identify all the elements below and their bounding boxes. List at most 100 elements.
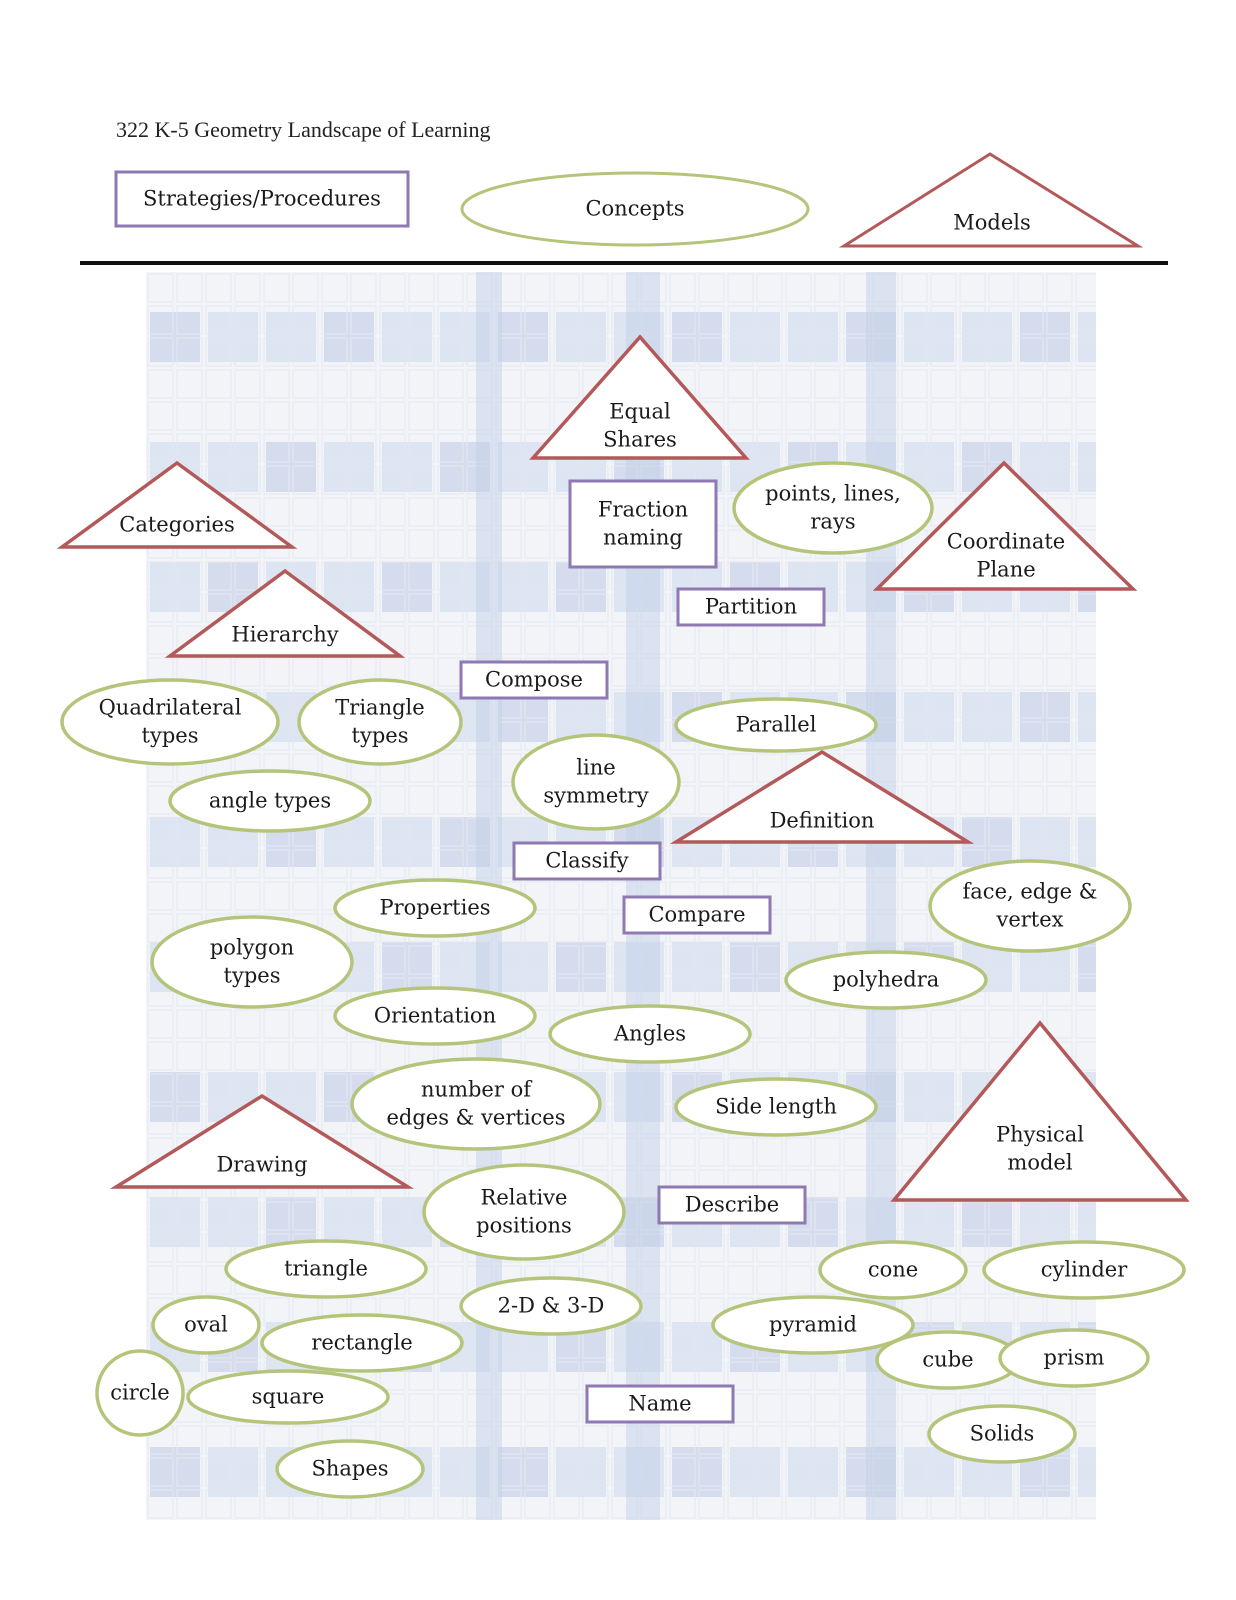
- concept-ellipse: [299, 680, 461, 764]
- concept-ellipse: [62, 680, 278, 764]
- node-label: positions: [476, 1214, 572, 1238]
- node-label: Plane: [976, 558, 1035, 582]
- node-label: Properties: [379, 896, 490, 920]
- node-label: prism: [1044, 1346, 1105, 1370]
- node-equal-shares: EqualShares: [533, 337, 746, 458]
- node-label: polyhedra: [833, 968, 940, 992]
- node-label: pyramid: [769, 1313, 857, 1337]
- node-classify: Classify: [514, 843, 660, 879]
- node-label: Angles: [613, 1022, 686, 1046]
- node-label: Categories: [119, 513, 235, 537]
- node-label: Shapes: [311, 1457, 388, 1481]
- node-angles: Angles: [550, 1006, 750, 1062]
- node-parallel: Parallel: [676, 699, 876, 751]
- node-label: cone: [868, 1258, 918, 1282]
- node-label: Fraction: [598, 498, 688, 522]
- node-cylinder: cylinder: [984, 1242, 1184, 1298]
- node-label: Triangle: [335, 696, 424, 720]
- node-name: Name: [587, 1386, 733, 1422]
- node-label: circle: [110, 1381, 169, 1405]
- concept-ellipse: [352, 1059, 600, 1149]
- node-label: vertex: [995, 908, 1063, 932]
- node-label: cylinder: [1041, 1258, 1128, 1282]
- node-label: Coordinate: [947, 530, 1065, 554]
- legend-models: Models: [844, 154, 1138, 246]
- node-label: Compose: [485, 668, 583, 692]
- node-cone: cone: [820, 1242, 966, 1298]
- node-prism: prism: [1000, 1330, 1148, 1386]
- node-hierarchy: Hierarchy: [170, 571, 400, 656]
- node-label: types: [224, 964, 281, 988]
- node-label: 2-D & 3-D: [498, 1294, 605, 1318]
- node-label: Physical: [996, 1123, 1084, 1147]
- node-label: Compare: [648, 903, 745, 927]
- node-solids: Solids: [929, 1406, 1075, 1462]
- legend-strategies-label: Strategies/Procedures: [143, 187, 381, 211]
- node-triangle: triangle: [226, 1241, 426, 1297]
- node-properties: Properties: [335, 880, 535, 936]
- node-line-symmetry: line symmetry: [513, 735, 679, 829]
- node-label: types: [352, 724, 409, 748]
- node-label: edges & vertices: [386, 1106, 565, 1130]
- legend-concepts: Concepts: [462, 173, 808, 245]
- strategy-box: [570, 481, 716, 567]
- node-pyramid: pyramid: [713, 1297, 913, 1353]
- node-label: symmetry: [543, 784, 648, 808]
- node-label: rectangle: [311, 1331, 412, 1355]
- node-describe: Describe: [659, 1187, 805, 1223]
- legend-concepts-label: Concepts: [585, 197, 684, 221]
- node-label: angle types: [209, 789, 331, 813]
- concept-ellipse: [930, 861, 1130, 951]
- node-physical-model: Physical model: [894, 1023, 1186, 1200]
- node-angle-types: angle types: [170, 771, 370, 831]
- node-label: cube: [922, 1348, 973, 1372]
- node-label: Definition: [770, 809, 875, 833]
- legend-models-label: Models: [953, 211, 1031, 235]
- node-label: Drawing: [216, 1153, 307, 1177]
- node-shapes: Shapes: [277, 1441, 423, 1497]
- node-relative-positions: Relative positions: [424, 1165, 624, 1259]
- concept-ellipse: [152, 917, 352, 1007]
- node-label: square: [252, 1385, 325, 1409]
- node-label: Solids: [970, 1422, 1035, 1446]
- concept-ellipse: [424, 1165, 624, 1259]
- node-label: triangle: [284, 1257, 368, 1281]
- node-label: Parallel: [736, 713, 817, 737]
- legend-strategies: Strategies/Procedures: [116, 172, 408, 226]
- node-label: Shares: [603, 428, 677, 452]
- node-label: line: [576, 756, 615, 780]
- node-label: oval: [184, 1313, 228, 1337]
- node-2-d-and-3-d: 2-D & 3-D: [461, 1278, 641, 1334]
- node-compare: Compare: [624, 897, 770, 933]
- node-oval: oval: [153, 1297, 259, 1353]
- node-number-of-edges-and-vertices: number of edges & vertices: [352, 1059, 600, 1149]
- node-label: Equal: [609, 400, 671, 424]
- node-polyhedra: polyhedra: [786, 952, 986, 1008]
- node-definition: Definition: [676, 752, 968, 842]
- concept-ellipse: [513, 735, 679, 829]
- node-label: naming: [603, 526, 683, 550]
- node-cube: cube: [877, 1332, 1019, 1388]
- node-label: number of: [421, 1078, 533, 1102]
- node-label: points, lines,: [765, 482, 901, 506]
- node-label: model: [1007, 1151, 1072, 1175]
- node-label: rays: [810, 510, 855, 534]
- node-label: Orientation: [374, 1004, 496, 1028]
- node-label: Relative: [481, 1186, 568, 1210]
- node-side-length: Side length: [676, 1079, 876, 1135]
- concept-ellipse: [734, 463, 932, 553]
- node-compose: Compose: [461, 662, 607, 698]
- node-partition: Partition: [678, 589, 824, 625]
- node-square: square: [188, 1371, 388, 1423]
- node-polygon-types: polygontypes: [152, 917, 352, 1007]
- node-categories: Categories: [62, 463, 292, 547]
- node-label: Name: [628, 1392, 691, 1416]
- node-rectangle: rectangle: [262, 1315, 462, 1371]
- node-orientation: Orientation: [335, 988, 535, 1044]
- node-label: Partition: [705, 595, 797, 619]
- node-label: face, edge &: [963, 880, 1098, 904]
- node-label: Quadrilateral: [99, 696, 242, 720]
